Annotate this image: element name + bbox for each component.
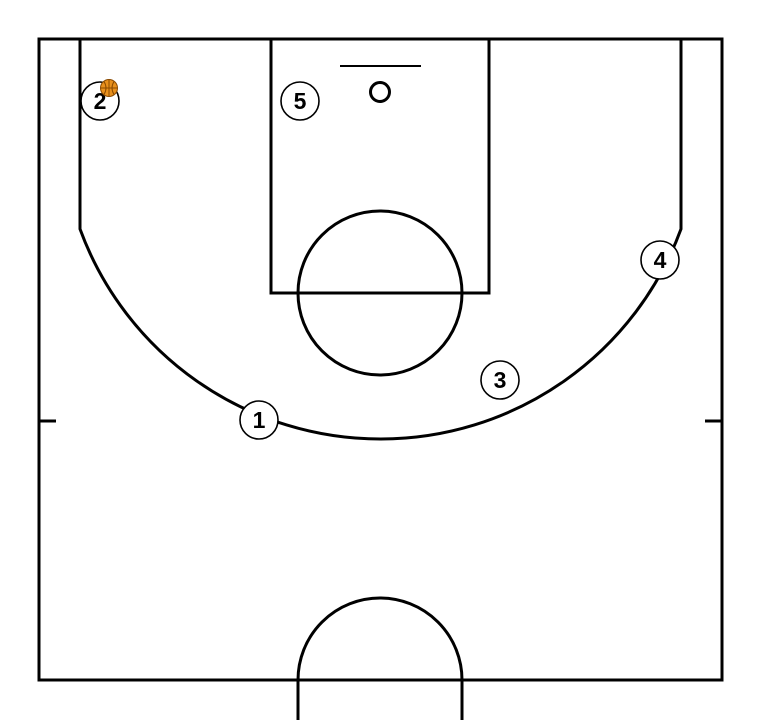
player-3[interactable]: 3: [480, 360, 520, 400]
player-label: 3: [494, 367, 507, 393]
paint-key: [269, 37, 491, 295]
center-circle: [296, 596, 464, 720]
player-4[interactable]: 4: [640, 240, 680, 280]
free-throw-circle: [296, 209, 464, 377]
player-1[interactable]: 1: [239, 400, 279, 440]
rim: [369, 81, 391, 103]
player-marker: [280, 81, 320, 121]
player-label: 1: [253, 407, 266, 433]
player-marker: [239, 400, 279, 440]
player-label: 5: [294, 88, 307, 114]
player-marker: [480, 360, 520, 400]
court-boundary: [37, 37, 724, 682]
player-marker: [640, 240, 680, 280]
player-5[interactable]: 5: [280, 81, 320, 121]
player-label: 4: [654, 247, 667, 273]
basketball-icon: [100, 79, 118, 97]
three-point-line: [78, 39, 683, 441]
